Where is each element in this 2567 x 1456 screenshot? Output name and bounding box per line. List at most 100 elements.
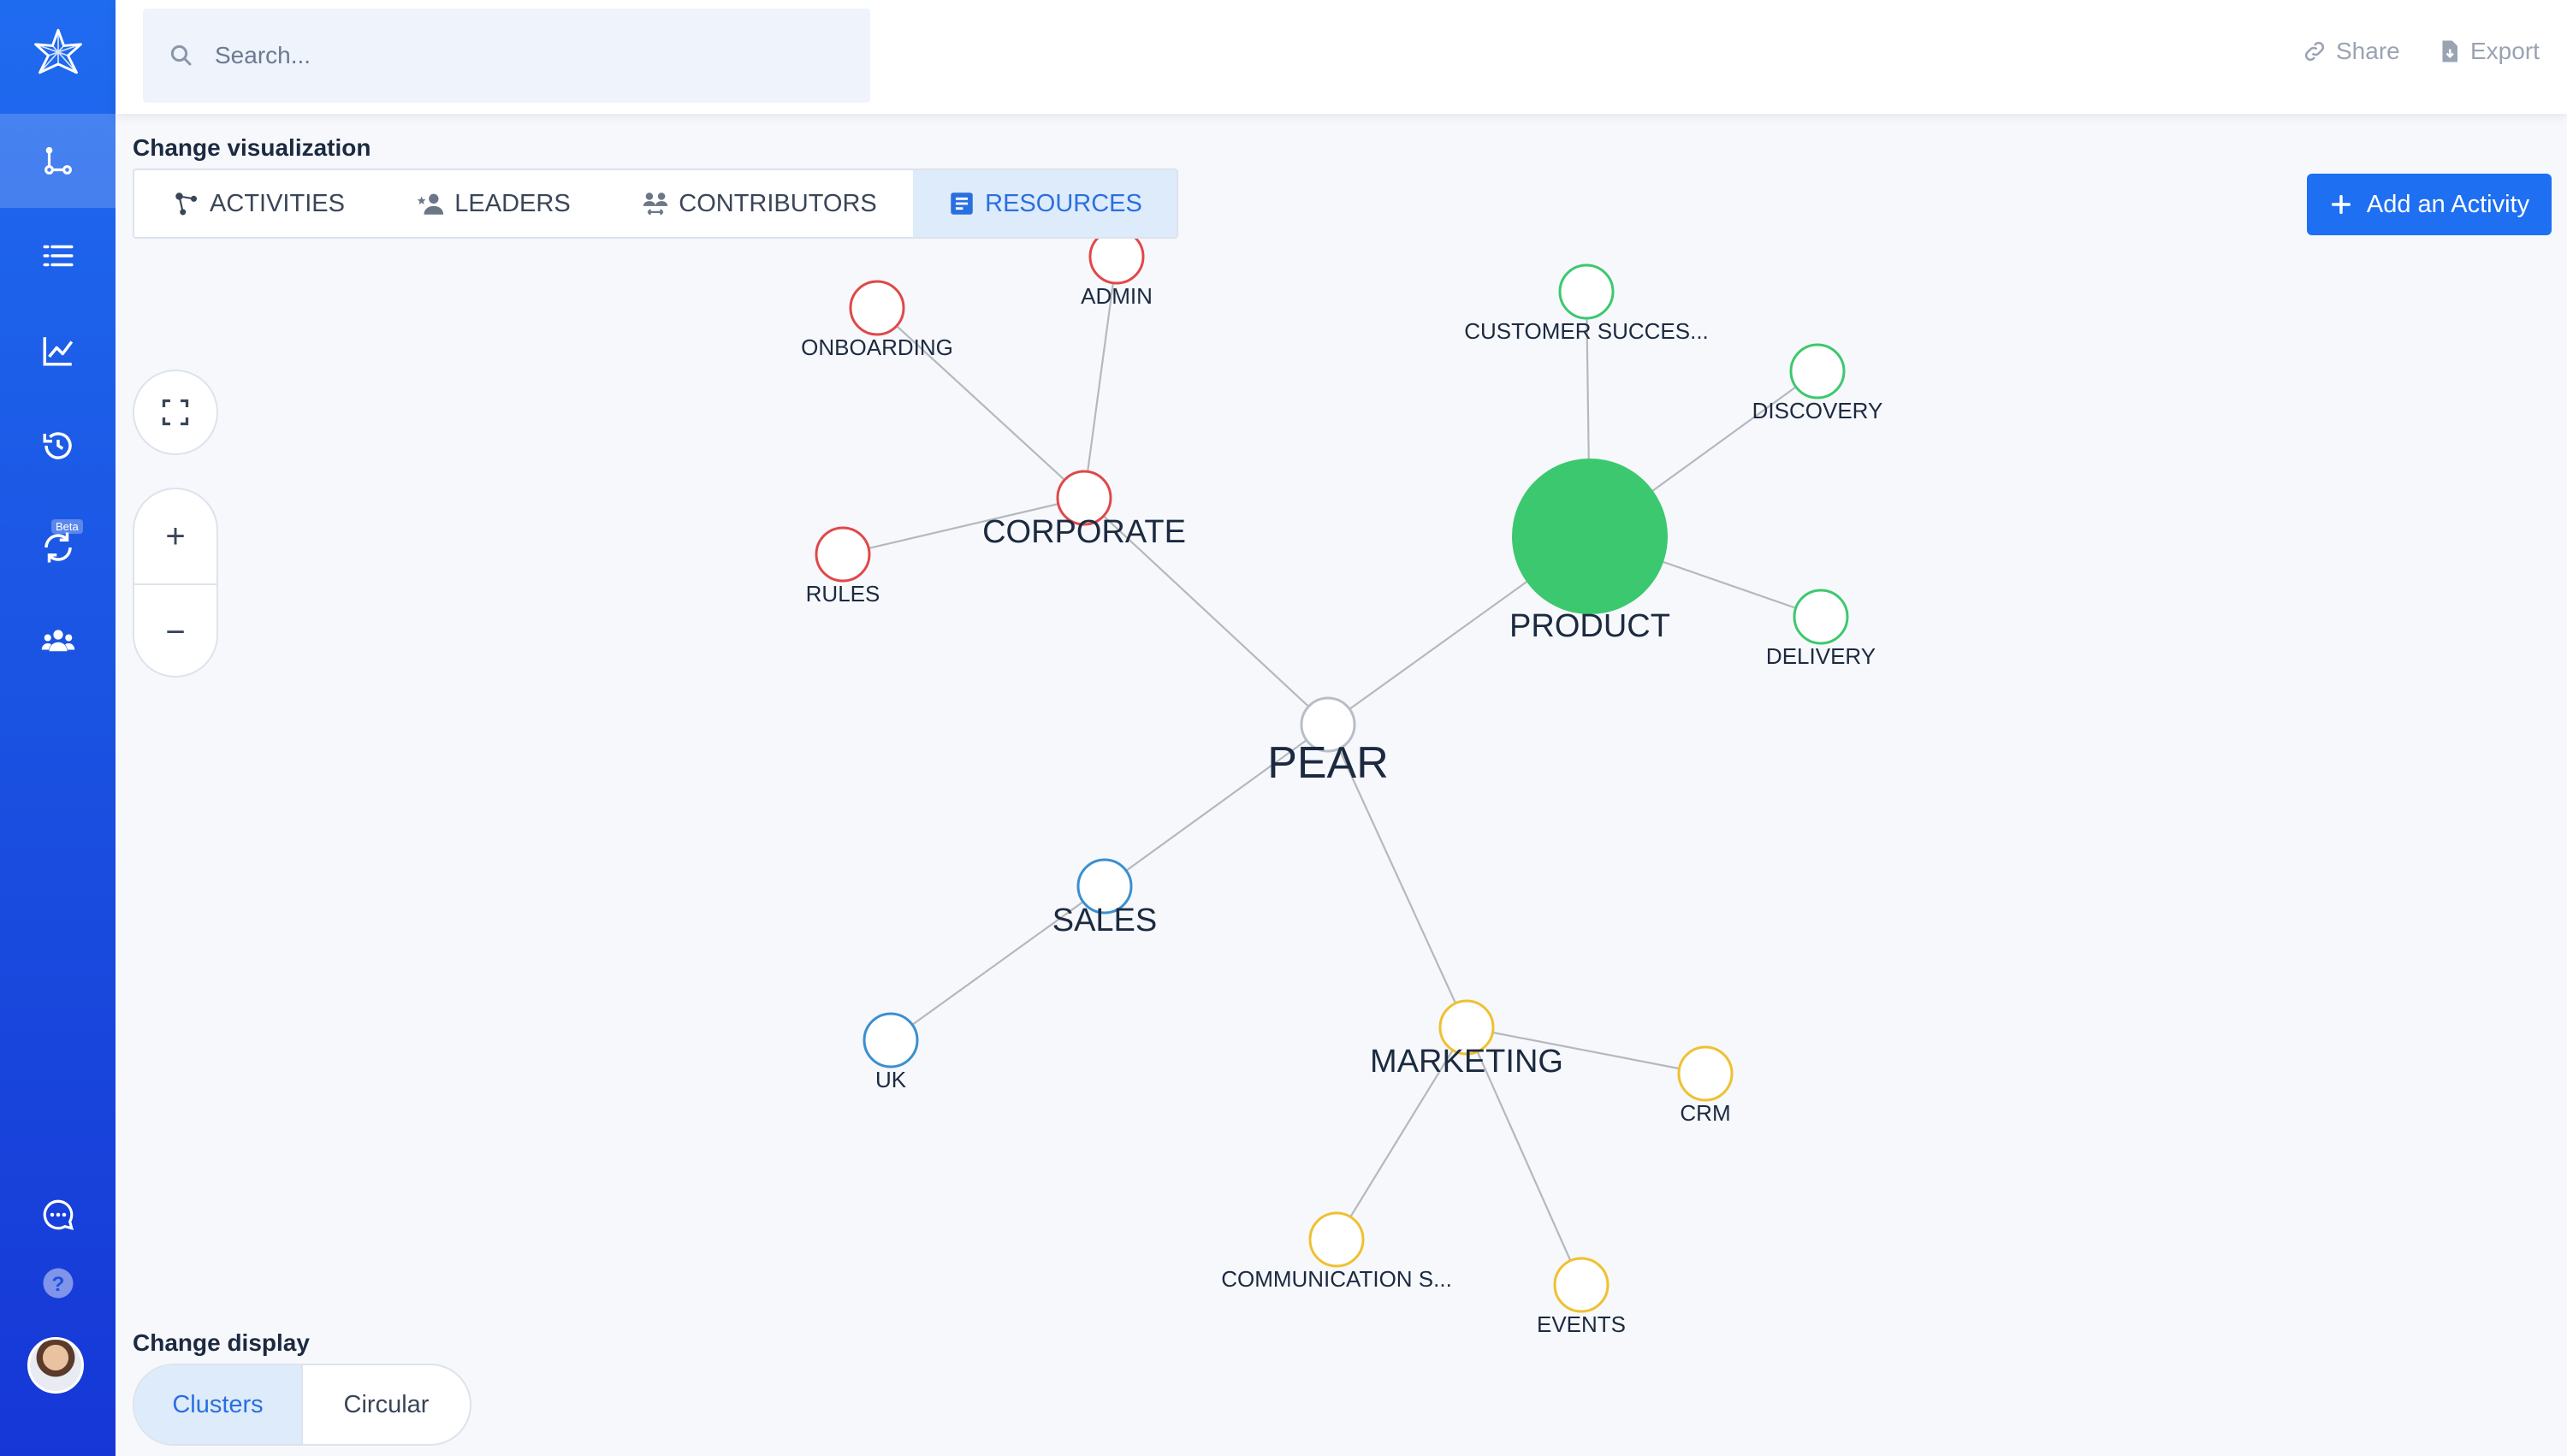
- resources-icon: [951, 192, 973, 215]
- node-circle: [849, 280, 905, 336]
- node-circle: [1789, 343, 1846, 400]
- chat-icon: [43, 1199, 74, 1230]
- tab-activities-label: ACTIVITIES: [210, 189, 345, 217]
- node-circle: [1677, 1045, 1734, 1102]
- sidebar: Beta ?: [0, 0, 116, 1456]
- node-label: CORPORATE: [982, 514, 1186, 550]
- beta-badge: Beta: [51, 519, 83, 534]
- top-bar: Share Export: [116, 0, 2567, 114]
- team-icon: [41, 630, 74, 652]
- fullscreen-button[interactable]: [133, 370, 218, 455]
- sidebar-item-graph[interactable]: [0, 114, 116, 208]
- visualization-label: Change visualization: [133, 134, 371, 161]
- export-button[interactable]: Export: [2436, 38, 2540, 65]
- node-circle: [1308, 1211, 1365, 1268]
- export-label: Export: [2470, 38, 2540, 64]
- zoom-in-button[interactable]: +: [165, 517, 186, 555]
- node-label: CRM: [1680, 1100, 1730, 1126]
- node-circle: [815, 526, 871, 583]
- display-label: Change display: [133, 1329, 310, 1356]
- node-label: PEAR: [1267, 738, 1389, 788]
- add-activity-label: Add an Activity: [2366, 190, 2530, 218]
- activities-icon: [175, 192, 198, 216]
- node-label: SALES: [1052, 903, 1158, 938]
- node-label: UK: [875, 1067, 907, 1092]
- node-rules[interactable]: RULES: [806, 526, 880, 607]
- node-label: COMMUNICATION S...: [1221, 1266, 1452, 1292]
- node-circle: [1438, 999, 1495, 1056]
- sidebar-item-team[interactable]: [0, 594, 116, 688]
- display-clusters-button[interactable]: Clusters: [134, 1365, 303, 1444]
- zoom-controls: + −: [133, 488, 218, 678]
- node-sales[interactable]: SALES: [1052, 858, 1158, 938]
- node-uk[interactable]: UK: [863, 1012, 919, 1092]
- node-label: CUSTOMER SUCCES...: [1464, 318, 1709, 344]
- node-label: PRODUCT: [1509, 608, 1670, 644]
- node-circle: [1056, 470, 1112, 526]
- expand-icon: [162, 399, 189, 426]
- node-circle: [1553, 1257, 1610, 1313]
- tab-resources-label: RESOURCES: [985, 189, 1142, 217]
- node-circle: [863, 1012, 919, 1068]
- sync-icon: [44, 532, 72, 563]
- tab-resources[interactable]: RESOURCES: [913, 170, 1177, 237]
- node-graph-icon: [44, 146, 72, 175]
- sidebar-item-history[interactable]: [0, 399, 116, 493]
- node-customer_success[interactable]: CUSTOMER SUCCES...: [1464, 263, 1709, 344]
- node-crm[interactable]: CRM: [1677, 1045, 1734, 1126]
- line-chart-icon: [43, 337, 73, 366]
- node-label: MARKETING: [1370, 1044, 1563, 1080]
- node-circle: [1793, 589, 1849, 645]
- graph-nodes: PEAR CORPORATE ONBOARDING ADMIN RULES PRODUCT…: [801, 228, 1883, 1337]
- sidebar-item-sync[interactable]: Beta: [0, 500, 116, 595]
- node-label: DELIVERY: [1766, 643, 1876, 669]
- help-icon: ?: [43, 1268, 73, 1299]
- search-icon: [170, 44, 192, 66]
- node-circle: [1076, 858, 1133, 914]
- tab-contributors[interactable]: CONTRIBUTORS: [605, 170, 913, 237]
- node-events[interactable]: EVENTS: [1537, 1257, 1626, 1337]
- node-admin[interactable]: ADMIN: [1081, 228, 1153, 309]
- sidebar-item-help[interactable]: ?: [0, 1236, 116, 1330]
- share-button[interactable]: Share: [2302, 38, 2400, 65]
- tab-leaders-label: LEADERS: [454, 189, 571, 217]
- node-label: EVENTS: [1537, 1311, 1626, 1337]
- add-activity-button[interactable]: Add an Activity: [2307, 174, 2552, 235]
- node-pear[interactable]: PEAR: [1267, 696, 1389, 788]
- list-icon: [43, 245, 73, 267]
- display-toggle: Clusters Circular: [133, 1364, 471, 1446]
- leaders-icon: [418, 193, 444, 215]
- display-circular-button[interactable]: Circular: [343, 1390, 430, 1418]
- node-circle: [1512, 459, 1668, 614]
- app-logo[interactable]: [0, 9, 116, 103]
- export-file-icon: [2442, 40, 2457, 62]
- node-label: ADMIN: [1081, 283, 1153, 309]
- node-onboarding[interactable]: ONBOARDING: [801, 280, 953, 360]
- tab-leaders[interactable]: LEADERS: [382, 170, 605, 237]
- node-marketing[interactable]: MARKETING: [1370, 999, 1563, 1080]
- node-label: DISCOVERY: [1752, 398, 1883, 423]
- sidebar-item-chat[interactable]: [0, 1168, 116, 1262]
- avatar[interactable]: [27, 1337, 84, 1394]
- tab-contributors-label: CONTRIBUTORS: [679, 189, 877, 217]
- search-box[interactable]: [143, 9, 870, 103]
- search-input[interactable]: [213, 41, 815, 70]
- zoom-out-button[interactable]: −: [165, 613, 186, 651]
- sidebar-item-list[interactable]: [0, 209, 116, 303]
- node-corporate[interactable]: CORPORATE: [982, 470, 1186, 550]
- link-icon: [2304, 41, 2325, 62]
- star-network-logo-icon: [33, 28, 82, 74]
- plus-icon: [2331, 194, 2351, 215]
- zoom-divider: [134, 583, 216, 585]
- node-communication[interactable]: COMMUNICATION S...: [1221, 1211, 1452, 1292]
- node-product[interactable]: PRODUCT: [1509, 459, 1670, 644]
- sidebar-item-analytics[interactable]: [0, 304, 116, 398]
- contributors-icon: [643, 192, 668, 216]
- node-discovery[interactable]: DISCOVERY: [1752, 343, 1883, 423]
- svg-text:?: ?: [51, 1273, 64, 1296]
- node-label: RULES: [806, 581, 880, 607]
- visualization-tabs: ACTIVITIES LEADERS CONTRIBUTORS RESOURCE…: [133, 169, 1178, 239]
- share-label: Share: [2336, 38, 2400, 64]
- tab-activities[interactable]: ACTIVITIES: [134, 170, 382, 237]
- node-delivery[interactable]: DELIVERY: [1766, 589, 1876, 669]
